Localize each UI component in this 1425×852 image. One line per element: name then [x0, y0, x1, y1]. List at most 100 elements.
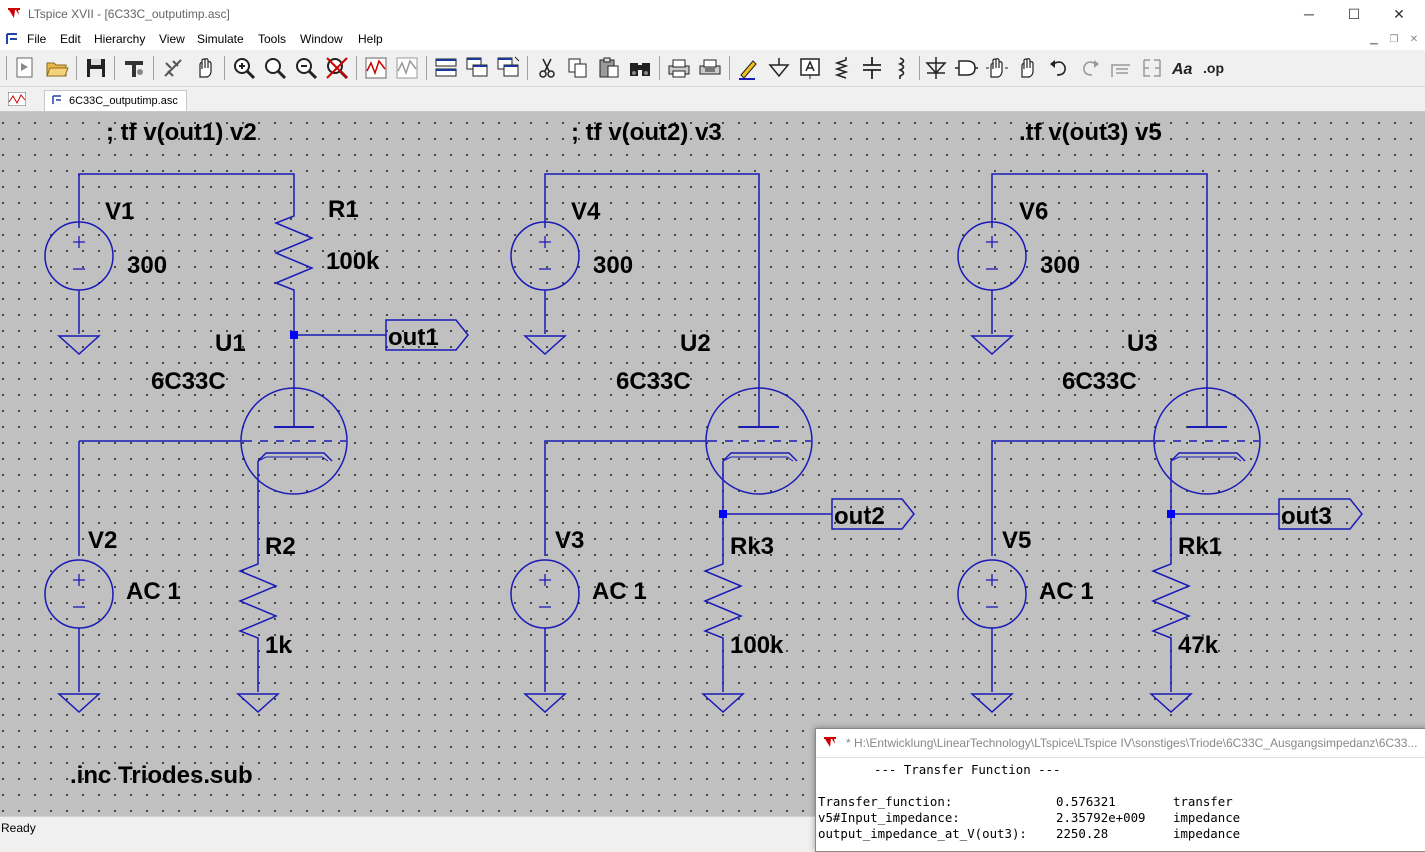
menu-tools[interactable]: Tools — [258, 32, 287, 46]
spice-directive-text[interactable]: ; tf v(out2) v3 — [571, 119, 722, 146]
ltspice-logo-icon — [824, 737, 836, 747]
toolbar-separator — [729, 56, 730, 80]
zoom-cancel-icon[interactable] — [324, 55, 350, 81]
ground-symbol — [58, 693, 100, 713]
voltage-source-v5[interactable] — [957, 559, 1027, 629]
net-label-text: out2 — [834, 503, 885, 530]
tab-schematic[interactable]: 6C33C_outputimp.asc — [44, 90, 187, 111]
ground-symbol — [524, 335, 566, 355]
mdi-close-button[interactable]: ✕ — [1409, 34, 1419, 45]
menu-hierarchy[interactable]: Hierarchy — [94, 32, 146, 46]
menu-window[interactable]: Window — [300, 32, 343, 46]
menu-view[interactable]: View — [159, 32, 185, 46]
voltage-source-v4[interactable] — [510, 221, 580, 291]
output-row-name: Transfer_function: — [818, 794, 953, 809]
output-row-value: 2.35792e+009 — [1056, 810, 1146, 825]
cut-icon[interactable] — [534, 55, 560, 81]
halt-icon[interactable] — [192, 55, 218, 81]
minimize-button[interactable]: ─ — [1304, 6, 1314, 22]
zoom-in-icon[interactable] — [231, 55, 257, 81]
component-value: 300 — [127, 252, 167, 279]
component-name: U1 — [215, 330, 246, 357]
component-name: V6 — [1019, 198, 1048, 225]
spice-directive-text[interactable]: .inc Triodes.sub — [70, 762, 253, 789]
spice-directive-text[interactable]: .tf v(out3) v5 — [1019, 119, 1162, 146]
menu-edit[interactable]: Edit — [60, 32, 81, 46]
spice-directive-icon[interactable]: .op — [1201, 55, 1227, 81]
diode-icon[interactable] — [923, 55, 949, 81]
component-name: V5 — [1002, 527, 1031, 554]
inductor-icon[interactable] — [890, 55, 916, 81]
tile-vertical-icon[interactable] — [495, 55, 521, 81]
toolbar-separator — [153, 56, 154, 80]
toolbar-separator — [527, 56, 528, 80]
net-label-out2[interactable] — [831, 498, 915, 530]
waveform-autorange-icon[interactable] — [363, 55, 389, 81]
print-icon[interactable] — [666, 55, 692, 81]
menu-simulate[interactable]: Simulate — [197, 32, 244, 46]
voltage-source-v2[interactable] — [44, 559, 114, 629]
menu-file[interactable]: File — [27, 32, 47, 46]
tile-horizontal-icon[interactable] — [433, 55, 459, 81]
net-label-out1[interactable] — [385, 319, 469, 351]
maximize-button[interactable]: ☐ — [1347, 6, 1361, 22]
undo-icon[interactable] — [1046, 55, 1072, 81]
new-schematic-icon[interactable] — [12, 55, 38, 81]
waveform-tile-icon[interactable] — [394, 55, 420, 81]
voltage-source-v3[interactable] — [510, 559, 580, 629]
toolbar: Aa .op — [0, 50, 1425, 87]
component-value: AC 1 — [1039, 578, 1094, 605]
circuit-1 — [44, 173, 469, 713]
capacitor-icon[interactable] — [859, 55, 885, 81]
output-log[interactable]: --- Transfer Function --- Transfer_funct… — [816, 758, 1425, 851]
component-name: Rk1 — [1178, 533, 1222, 560]
schematic-drawing[interactable]: ; tf v(out1) v2 ; tf v(out2) v3 .tf v(ou… — [0, 112, 1425, 816]
menu-help[interactable]: Help — [358, 32, 383, 46]
output-window-title: * H:\Entwicklung\LinearTechnology\LTspic… — [846, 736, 1418, 750]
save-icon[interactable] — [83, 55, 109, 81]
redo-icon[interactable] — [1077, 55, 1103, 81]
schematic-canvas[interactable]: ; tf v(out1) v2 ; tf v(out2) v3 .tf v(ou… — [0, 112, 1425, 816]
control-panel-icon[interactable] — [121, 55, 147, 81]
waveform-window-icon[interactable] — [8, 92, 26, 106]
ground-icon[interactable] — [766, 55, 792, 81]
output-window-titlebar[interactable]: * H:\Entwicklung\LinearTechnology\LTspic… — [816, 729, 1425, 758]
move-icon[interactable] — [984, 55, 1010, 81]
toolbar-separator — [356, 56, 357, 80]
run-icon[interactable] — [160, 55, 186, 81]
open-icon[interactable] — [44, 55, 70, 81]
mdi-restore-button[interactable]: ❐ — [1389, 34, 1399, 45]
copy-icon[interactable] — [565, 55, 591, 81]
spice-output-window[interactable]: * H:\Entwicklung\LinearTechnology\LTspic… — [815, 728, 1425, 852]
rotate-icon[interactable] — [1108, 55, 1134, 81]
close-button[interactable]: ✕ — [1393, 6, 1405, 22]
component-name: V1 — [105, 198, 134, 225]
component-value: 6C33C — [616, 368, 691, 395]
schematic-doc-icon — [6, 33, 17, 44]
resistor-icon[interactable] — [828, 55, 854, 81]
net-label-text: out3 — [1281, 503, 1332, 530]
zoom-full-icon[interactable] — [262, 55, 288, 81]
find-icon[interactable] — [627, 55, 653, 81]
spice-directive-text[interactable]: ; tf v(out1) v2 — [106, 119, 257, 146]
toolbar-separator — [919, 56, 920, 80]
component-name: V2 — [88, 527, 117, 554]
net-label-out3[interactable] — [1278, 498, 1363, 530]
label-net-icon[interactable] — [797, 55, 823, 81]
drag-icon[interactable] — [1015, 55, 1041, 81]
component-icon[interactable] — [953, 55, 979, 81]
text-icon[interactable]: Aa — [1170, 55, 1196, 81]
voltage-source-v1[interactable] — [44, 221, 114, 291]
mdi-minimize-button[interactable]: ▁ — [1370, 34, 1378, 45]
cascade-icon[interactable] — [464, 55, 490, 81]
menu-bar: File Edit Hierarchy View Simulate Tools … — [0, 28, 1425, 50]
circuit-3 — [957, 173, 1363, 713]
voltage-source-v6[interactable] — [957, 221, 1027, 291]
paste-icon[interactable] — [596, 55, 622, 81]
zoom-out-icon[interactable] — [293, 55, 319, 81]
mirror-icon[interactable] — [1139, 55, 1165, 81]
document-tab-bar: 6C33C_outputimp.asc — [0, 88, 1425, 112]
resistor-r1[interactable] — [275, 207, 313, 299]
draw-wire-icon[interactable] — [735, 55, 761, 81]
print-preview-icon[interactable] — [697, 55, 723, 81]
